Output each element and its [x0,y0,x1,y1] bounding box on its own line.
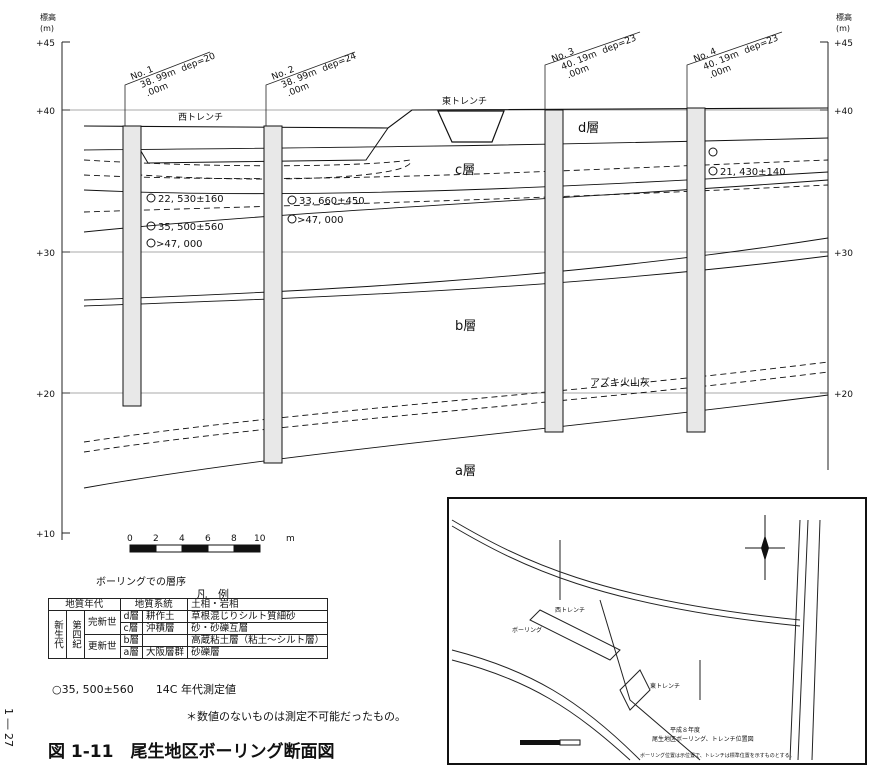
legend-holocene: 完新世 [84,610,121,635]
tick-right-30: +30 [834,249,853,259]
inset-east-trench: 東トレンチ [650,682,680,690]
table-row: 新生代 第四紀 完新世 d層 耕作土 草根混じりシルト質細砂 [48,610,329,659]
scale-label: 8 [231,534,237,544]
tick-left-20: +20 [36,390,55,400]
axis-title-right: 標高 [836,12,852,22]
borehole-3-column [544,109,564,433]
age-legend-sample: 35, 500±560 [61,683,134,696]
borehole-depth: dep=24 [321,51,358,74]
legend-layer: c層 [119,622,144,635]
borehole-1-column [122,125,142,407]
inset-west-trench: 西トレンチ [555,607,585,614]
legend-col-soil: 土相・岩相 [187,598,329,611]
legend-lith: 砂礫層 [187,646,329,659]
date-markers [146,147,718,248]
axis-unit-right: (m) [836,24,850,33]
layer-d-label: d層 [578,121,599,136]
scale-label: 6 [205,534,211,544]
legend-system: 大阪層群 [142,646,189,659]
date-label: 22, 530±160 [158,194,224,205]
table-row: 地質年代 地質系統 土相・岩相 [48,598,329,611]
legend-table: 地質年代 地質系統 土相・岩相 新生代 第四紀 完新世 d層 耕作土 草根混じり… [48,598,329,659]
borehole-1-label: No. 1 38. 99m dep=20 .00m [129,51,217,99]
page-number: 1 ― 27 [2,708,15,747]
date-label: 21, 430±140 [720,167,786,178]
axis-unit-left: (m) [40,24,54,33]
layer-c-label: c層 [455,163,475,178]
borehole-columns [122,107,706,464]
tick-left-40: +40 [36,107,55,117]
date-label: 33, 660±450 [299,196,365,207]
table-row: a層 大阪層群 砂礫層 [49,646,329,659]
date-label: >47, 000 [297,215,344,226]
legend-pleistocene: 更新世 [84,634,121,659]
legend-layer: a層 [119,646,144,659]
legend-lith: 草根混じりシルト質細砂 [187,610,329,623]
scale-label: 0 [127,534,133,544]
legend-system: 耕作土 [142,610,189,623]
table-row: c層 沖積層 砂・砂礫互層 [49,622,329,635]
tick-left-45: +45 [36,39,55,49]
legend-era: 新生代 [48,610,67,659]
legend-period: 第四紀 [66,610,85,659]
borehole-depth: dep=23 [601,34,638,57]
borehole-2-column [263,125,283,464]
borehole-depth: dep=23 [743,34,780,57]
legend-col-system: 地質系統 [119,598,189,611]
inset-map [447,497,867,765]
layer-a-label: a層 [455,464,476,479]
borehole-2-label: No. 2 38. 99m dep=24 .00m [270,51,358,99]
west-trench-outline [125,125,389,164]
age-legend-desc: 14C 年代測定値 [155,683,236,696]
east-trench-outline [437,110,505,143]
legend-system: 沖積層 [142,622,189,635]
west-trench-label: 西トレンチ [178,112,223,123]
scale-unit: m [286,534,295,544]
table-row: 更新世 b層 高蔵粘土層（粘土～シルト層） [49,634,329,659]
borehole-4-label: No. 4 40. 19m dep=23 .00m [692,34,780,82]
tephra-label: アズキ火山灰 [590,376,650,389]
tick-right-40: +40 [834,107,853,117]
scale-bar [129,544,261,553]
inset-subtitle: 尾生地区ボーリング、トレンチ位置図 [652,735,754,743]
tick-left-30: +30 [36,249,55,259]
layer-b-label: b層 [455,319,476,334]
scale-label: 2 [153,534,159,544]
inset-title: 平成８年度 [670,726,700,734]
borehole-depth: dep=20 [180,51,217,74]
footnote: ＊数値のないものは測定不可能だったもの。 [186,710,406,723]
borehole-4-column [686,107,706,433]
scale-label: 4 [179,534,185,544]
legend-layer: d層 [119,610,144,623]
legend-lith: 高蔵粘土層（粘土～シルト層） [187,634,329,647]
legend-layer: b層 [119,634,144,647]
date-label: >47, 000 [156,239,203,250]
inset-footnote: ボーリング位置は示位置で、トレンチは標準位置を示すものとする。 [640,752,795,759]
ground-surface [83,107,829,129]
axis-title-left: 標高 [40,12,56,22]
tick-right-45: +45 [834,39,853,49]
elevation-axis-left [61,41,70,540]
figure-caption: 図 1-11 尾生地区ボーリング断面図 [48,742,335,762]
borehole-leaders [124,31,783,126]
legend-heading-2: 凡 例 [196,588,229,601]
legend-lith: 砂・砂礫互層 [187,622,329,635]
borehole-3-label: No. 3 40. 19m dep=23 .00m [550,34,638,82]
inset-boring: ボーリング [512,626,542,634]
layer-boundaries [83,137,829,489]
tick-left-10: +10 [36,530,55,540]
legend-col-age: 地質年代 [48,598,121,611]
date-label: 35, 500±560 [158,222,224,233]
legend-system [142,634,189,647]
scale-label: 10 [254,534,266,544]
east-trench-label: 東トレンチ [442,95,487,107]
tick-right-20: +20 [834,390,853,400]
elevation-gridlines [62,109,828,394]
legend-heading: ボーリングでの層序 [96,577,186,588]
